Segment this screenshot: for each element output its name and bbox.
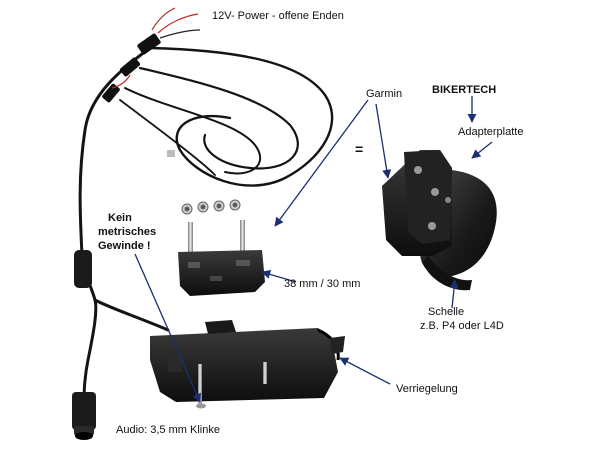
- callout-arrows: [134, 96, 493, 403]
- label-bikertech: BIKERTECH: [432, 84, 497, 96]
- label-kein-line2: metrisches: [98, 226, 157, 238]
- cradle: [150, 320, 345, 409]
- mounting-bracket: [178, 220, 265, 296]
- label-equals: =: [355, 141, 364, 157]
- power-cable: [78, 46, 334, 257]
- label-kein-line3: Gewinde !: [98, 240, 151, 252]
- cable-connectors: [102, 33, 175, 157]
- label-kein-line1: Kein: [108, 212, 132, 224]
- label-schelle-line1: Schelle: [428, 306, 465, 318]
- label-power: 12V- Power - offene Enden: [212, 10, 344, 22]
- label-audio: Audio: 3,5 mm Klinke: [116, 424, 220, 436]
- cable-splitter: [74, 250, 92, 288]
- label-verriegelung: Verriegelung: [396, 383, 458, 395]
- audio-cable: [81, 253, 170, 407]
- label-adapterplatte: Adapterplatte: [458, 126, 524, 138]
- label-garmin: Garmin: [366, 88, 403, 100]
- wire-ends: [111, 7, 201, 89]
- garmin-bikertech-assembly: [382, 150, 497, 291]
- nuts: [181, 199, 241, 215]
- label-schelle-line2: z.B. P4 oder L4D: [420, 320, 504, 332]
- audio-jack-plug: [72, 392, 96, 440]
- label-38mm-30mm: 38 mm / 30 mm: [284, 278, 361, 290]
